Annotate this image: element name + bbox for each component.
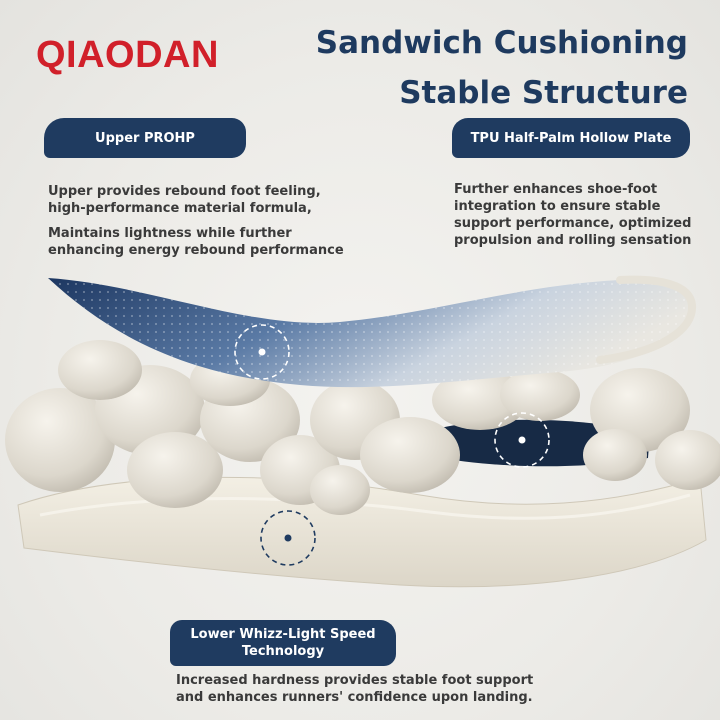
upper-prohp-label: Upper PROHP [44, 118, 246, 158]
headline-line-1: Sandwich Cushioning [315, 25, 688, 61]
brand-logo: QIAODAN [36, 34, 219, 76]
upper-description-2: Maintains lightness while further enhanc… [48, 226, 344, 258]
hotspot-marker-icon [494, 412, 550, 468]
hotspot-marker-icon [260, 510, 316, 566]
page-headline: Sandwich Cushioning Stable Structure [316, 18, 688, 118]
headline-line-2: Stable Structure [399, 75, 688, 111]
lower-description: Increased hardness provides stable foot … [176, 673, 534, 705]
hotspot-marker-icon [234, 324, 290, 380]
lower-whizz-light-label: Lower Whizz-Light Speed Technology [170, 620, 396, 666]
tpu-plate-label: TPU Half-Palm Hollow Plate [452, 118, 690, 158]
tpu-plate-description: Further enhances shoe-foot integration t… [454, 182, 692, 248]
upper-description-1: Upper provides rebound foot feeling, hig… [48, 184, 321, 216]
